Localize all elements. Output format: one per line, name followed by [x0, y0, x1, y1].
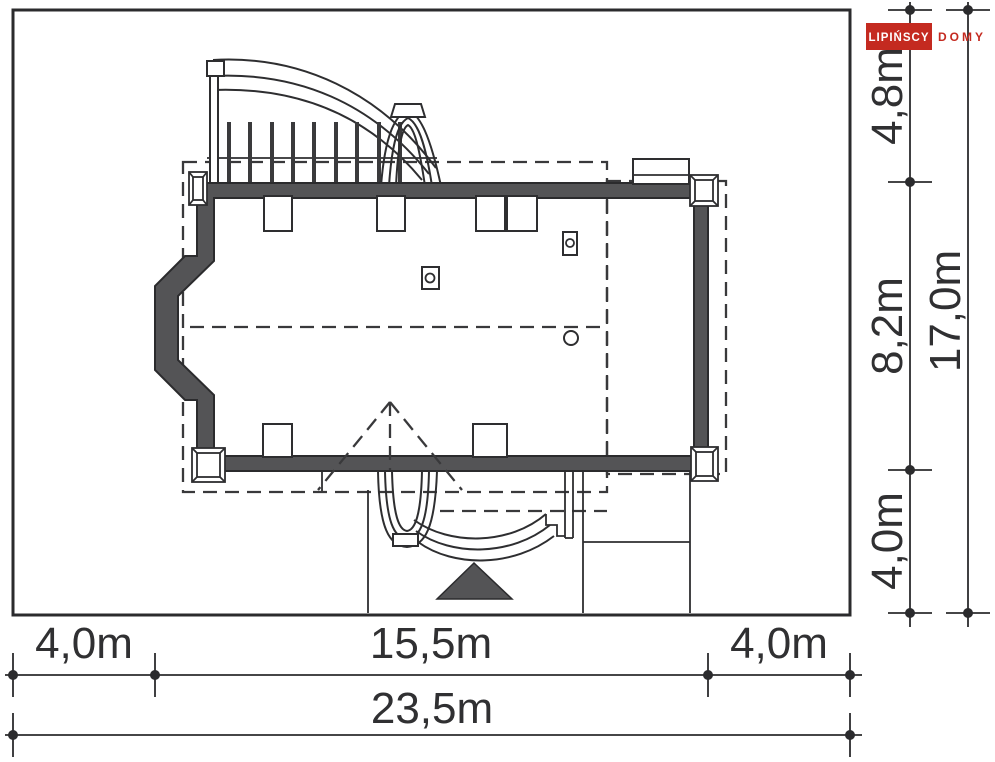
pilaster-top-right: [689, 174, 719, 207]
pilaster-top-left: [188, 171, 208, 206]
dim-label-plot-depth: 17,0m: [921, 250, 970, 372]
entrance: [317, 401, 574, 600]
porch-posts: [564, 472, 574, 539]
column-1: [421, 266, 440, 290]
pergola: [206, 58, 442, 187]
opening-bottom-2: [472, 423, 508, 458]
entrance-arrow: [435, 561, 514, 600]
opening-top-4: [506, 195, 538, 232]
dim-label-house-depth: 8,2m: [863, 277, 912, 375]
dim-label-plot-width: 23,5m: [371, 684, 493, 733]
chimney: [632, 158, 690, 185]
arch-keystone: [389, 103, 427, 118]
opening-bottom-1: [262, 423, 293, 458]
dim-label-house-width: 15,5m: [370, 619, 492, 668]
brand-logo: LIPIŃSCY DOMY: [866, 23, 986, 50]
entrance-gable-outline: [317, 401, 463, 491]
plot-boundary: [11, 8, 852, 617]
side-wing-roof-outline: [605, 179, 728, 476]
main-roof-outline: [181, 160, 609, 494]
dim-markers-col2: [946, 5, 990, 618]
dimensions-right: 4,8m 8,2m 4,0m 17,0m: [863, 2, 990, 627]
pergola-post-cap: [206, 60, 225, 77]
logo-word-text: DOMY: [938, 30, 986, 44]
column-1-core: [424, 272, 436, 284]
column-2-core: [565, 238, 575, 248]
dimensions-bottom: 4,0m 15,5m 4,0m 23,5m: [5, 619, 862, 757]
top-arch: [380, 103, 442, 187]
driveway-paths: [321, 472, 691, 613]
pergola-main-post: [209, 75, 219, 184]
arch-base: [392, 533, 419, 547]
pergola-arc-middle: [212, 74, 430, 175]
interior-columns: [421, 231, 579, 346]
bottom-arch: [377, 470, 438, 549]
dim-label-setback-bottom: 4,0m: [863, 492, 912, 590]
dim-label-setback-left: 4,0m: [35, 619, 133, 668]
pergola-arc-outer: [212, 58, 437, 169]
column-2: [562, 231, 578, 256]
opening-top-1: [263, 195, 293, 232]
wall-openings: [262, 195, 538, 458]
roof-outline: [181, 160, 728, 513]
dim-markers-row1: [8, 653, 855, 697]
dim-label-setback-right: 4,0m: [730, 619, 828, 668]
dim-label-setback-top: 4,8m: [863, 47, 912, 145]
pergola-posts: [227, 122, 402, 183]
opening-top-2: [376, 195, 406, 232]
pilaster-bottom-right: [690, 446, 719, 482]
dim-markers-col1: [888, 5, 932, 618]
corner-pilasters: [188, 171, 719, 483]
opening-top-3: [475, 195, 506, 232]
pilaster-bottom-left: [191, 447, 226, 483]
floor-drain: [563, 330, 579, 346]
house-walls: [154, 182, 709, 472]
logo-box: [866, 23, 932, 50]
logo-brand-text: LIPIŃSCY: [868, 31, 929, 44]
dim-markers-row2: [8, 713, 855, 757]
canopy-swoosh: [413, 513, 565, 562]
